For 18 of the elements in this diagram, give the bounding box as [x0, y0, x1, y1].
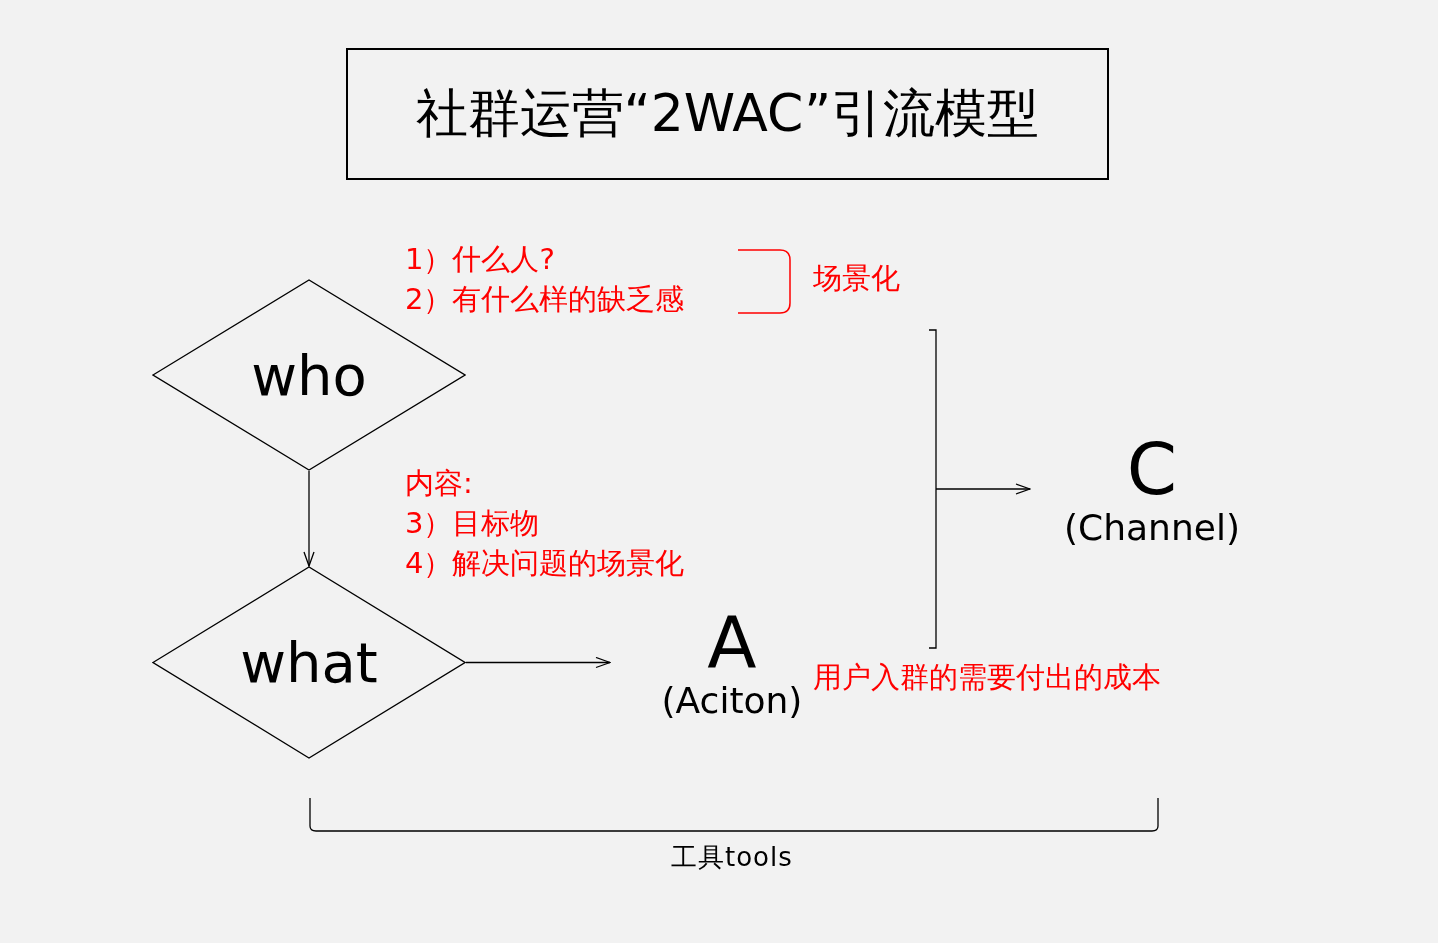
node-text: (Channel): [1064, 506, 1240, 551]
node-text: what: [240, 630, 378, 695]
node-text: who: [251, 342, 367, 408]
annotation-text: 内容:: [405, 466, 473, 501]
arrow: [465, 656, 611, 669]
title: 社群运营“2WAC”引流模型: [415, 82, 1040, 145]
annotation-text: 2）有什么样的缺乏感: [405, 282, 685, 317]
arrow: [935, 483, 1031, 495]
annotation-text: 1）什么人?: [405, 242, 555, 277]
annotation-text: 场景化: [813, 261, 900, 296]
caption-text: 工具tools: [671, 842, 793, 874]
node-letter: C: [1126, 433, 1178, 506]
node-letter: A: [707, 605, 757, 678]
annotation-text: 用户入群的需要付出的成本: [813, 660, 1161, 695]
node-text: (Aciton): [661, 678, 803, 723]
annotation-text: 3）目标物: [405, 506, 540, 541]
arrow: [303, 470, 315, 567]
annotation-text: 4）解决问题的场景化: [405, 546, 685, 581]
